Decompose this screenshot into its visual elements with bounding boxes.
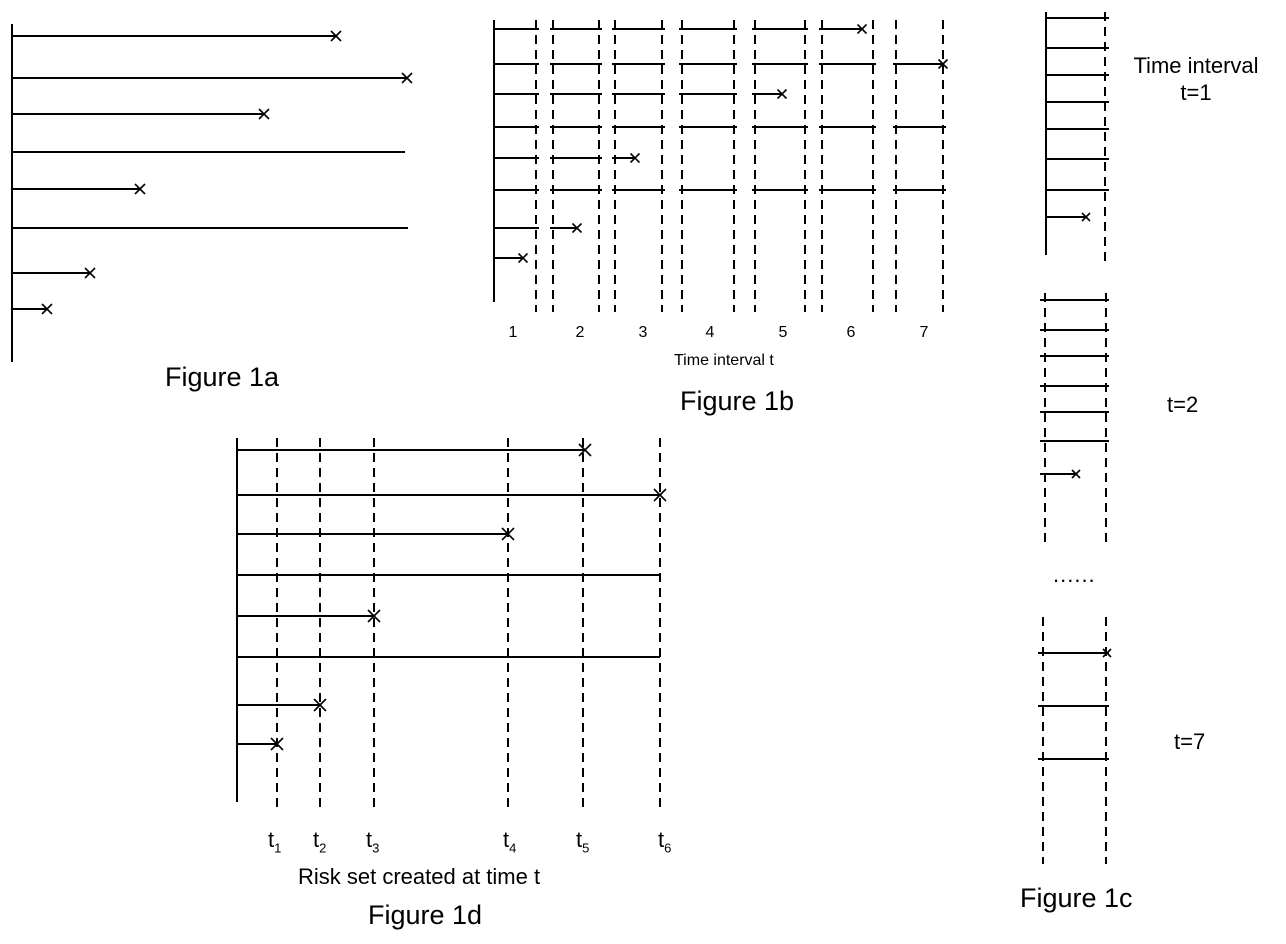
fig1b-event-marker-7 — [571, 222, 583, 234]
fig1d-tick-t5: t5 — [576, 827, 590, 856]
fig1d-event-marker-1 — [578, 443, 592, 457]
fig1d-tick-t1: t1 — [268, 827, 282, 856]
fig1d-event-marker-5 — [367, 609, 381, 623]
fig1b-event-marker-8 — [517, 252, 529, 264]
figure-1a-diagram — [11, 24, 413, 362]
fig1d-event-marker-8 — [270, 737, 284, 751]
fig1c-t7-event-marker — [1102, 648, 1112, 658]
figure-1c-caption: Figure 1c — [1020, 883, 1133, 913]
fig1b-event-marker-5 — [629, 152, 641, 164]
fig1d-event-marker-2 — [653, 488, 667, 502]
fig1d-tick-t4: t4 — [503, 827, 517, 856]
fig1c-label-t2: t=2 — [1167, 392, 1199, 417]
figure-1d-caption: Figure 1d — [368, 900, 483, 930]
fig1d-event-marker-7 — [313, 698, 327, 712]
fig1d-tick-t2: t2 — [313, 827, 327, 856]
fig1d-tick-t3: t3 — [366, 827, 380, 856]
fig1b-tick-2: 2 — [575, 324, 585, 341]
figure-1b-diagram — [493, 20, 949, 312]
fig1b-tick-5: 5 — [778, 324, 788, 341]
fig1b-event-marker-1 — [856, 23, 868, 35]
fig1c-ellipsis: ...... — [1053, 562, 1096, 587]
fig1b-tick-1: 1 — [508, 324, 518, 341]
fig1c-t2-event-marker — [1071, 469, 1081, 479]
fig1b-tick-6: 6 — [846, 324, 856, 341]
figure-1c-diagram — [1038, 12, 1112, 864]
fig1d-axis-label: Risk set created at time t — [298, 864, 541, 889]
figure-1a-caption: Figure 1a — [165, 362, 280, 392]
fig1b-event-marker-3 — [776, 88, 788, 100]
fig1a-event-marker-8 — [41, 303, 53, 315]
figure-1d-diagram — [236, 438, 667, 812]
fig1a-event-marker-3 — [258, 108, 270, 120]
fig1c-label-t7: t=7 — [1174, 729, 1206, 754]
fig1c-t1-event-marker — [1081, 212, 1091, 222]
fig1d-event-marker-3 — [501, 527, 515, 541]
fig1a-event-marker-5 — [134, 183, 146, 195]
fig1b-axis-label: Time interval t — [674, 352, 774, 369]
fig1d-tick-t6: t6 — [658, 827, 672, 856]
fig1c-label-t1: Time interval t=1 — [1133, 53, 1259, 105]
fig1a-event-marker-2 — [401, 72, 413, 84]
fig1a-event-marker-1 — [330, 30, 342, 42]
fig1b-tick-7: 7 — [919, 324, 929, 341]
fig1b-event-marker-2 — [937, 58, 949, 70]
fig1b-tick-4: 4 — [705, 324, 715, 341]
figure-1b-caption: Figure 1b — [680, 386, 795, 416]
fig1b-tick-3: 3 — [638, 324, 648, 341]
fig1a-event-marker-7 — [84, 267, 96, 279]
